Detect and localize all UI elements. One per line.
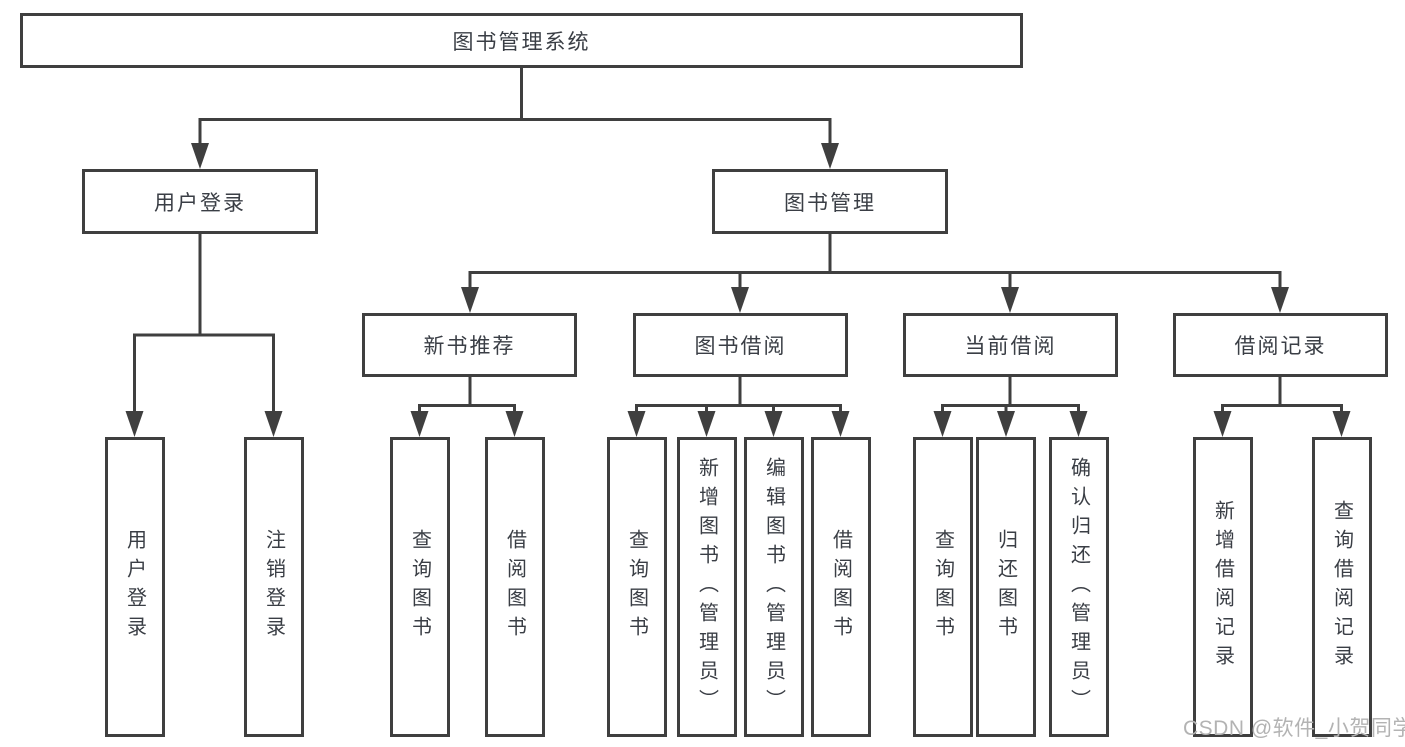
arrowhead-icon (1213, 411, 1232, 437)
node-book-borrowing-label: 图书借阅 (694, 335, 787, 358)
leaf-logout: 注销登录 (243, 437, 304, 737)
leaf-label: 查询图书 (625, 529, 648, 645)
leaf-label: 确认归还（管理员） (1067, 456, 1090, 718)
arrowhead-icon (697, 411, 716, 437)
leaf-recommend-query-books: 查询图书 (389, 437, 450, 737)
node-new-book-recommend: 新书推荐 (362, 313, 577, 377)
leaf-current-return-books: 归还图书 (975, 437, 1036, 737)
leaf-borrowing-add-books-admin: 新增图书（管理员） (676, 437, 737, 737)
node-borrowing-records: 借阅记录 (1173, 313, 1388, 377)
node-user-login: 用户登录 (82, 169, 318, 234)
leaf-records-query-record: 查询借阅记录 (1311, 437, 1372, 737)
arrowhead-icon (410, 411, 429, 437)
arrowheads (125, 143, 1351, 437)
node-book-borrowing: 图书借阅 (633, 313, 848, 377)
arrowhead-icon (191, 143, 209, 169)
leaf-label: 借阅图书 (503, 529, 526, 645)
arrowhead-icon (821, 143, 839, 169)
arrowhead-icon (764, 411, 783, 437)
leaf-label: 查询图书 (408, 529, 431, 645)
leaf-label: 查询借阅记录 (1330, 500, 1353, 674)
csdn-watermark: CSDN @软件_小贺同学 (1183, 717, 1405, 740)
leaf-records-add-record: 新增借阅记录 (1192, 437, 1253, 737)
node-borrowing-records-label: 借阅记录 (1234, 335, 1327, 358)
arrowhead-icon (997, 411, 1015, 437)
node-book-management-label: 图书管理 (784, 191, 876, 215)
node-root: 图书管理系统 (20, 13, 1023, 68)
leaf-borrowing-query-books: 查询图书 (606, 437, 667, 737)
node-new-book-recommend-label: 新书推荐 (423, 335, 516, 358)
leaf-borrowing-edit-books-admin: 编辑图书（管理员） (743, 437, 804, 737)
leaf-label: 归还图书 (994, 529, 1017, 645)
arrowhead-icon (831, 411, 850, 437)
arrowhead-icon (627, 411, 646, 437)
arrowhead-icon (505, 411, 524, 437)
leaf-label: 注销登录 (262, 529, 285, 645)
arrowhead-icon (933, 411, 952, 437)
arrowhead-icon (1069, 411, 1088, 437)
arrowhead-icon (1332, 411, 1351, 437)
arrowhead-icon (1001, 287, 1019, 313)
leaf-label: 新增图书（管理员） (695, 456, 718, 718)
leaf-user-login: 用户登录 (104, 437, 165, 737)
node-root-label: 图书管理系统 (452, 30, 591, 54)
leaf-label: 借阅图书 (829, 529, 852, 645)
leaf-borrowing-borrow-books: 借阅图书 (810, 437, 871, 737)
leaf-current-query-books: 查询图书 (912, 437, 973, 737)
leaf-label: 编辑图书（管理员） (762, 456, 785, 718)
arrowhead-icon (461, 287, 479, 313)
leaf-label: 查询图书 (931, 529, 954, 645)
node-current-borrowing-label: 当前借阅 (964, 335, 1057, 358)
node-user-login-label: 用户登录 (154, 191, 246, 215)
leaf-recommend-borrow-books: 借阅图书 (484, 437, 545, 737)
arrowhead-icon (264, 411, 283, 437)
node-book-management: 图书管理 (712, 169, 948, 234)
leaf-current-confirm-return-admin: 确认归还（管理员） (1048, 437, 1109, 737)
leaf-label: 用户登录 (123, 529, 146, 645)
arrowhead-icon (125, 411, 144, 437)
leaf-label: 新增借阅记录 (1211, 500, 1234, 674)
arrowhead-icon (1271, 287, 1289, 313)
arrowhead-icon (731, 287, 749, 313)
node-current-borrowing: 当前借阅 (903, 313, 1118, 377)
